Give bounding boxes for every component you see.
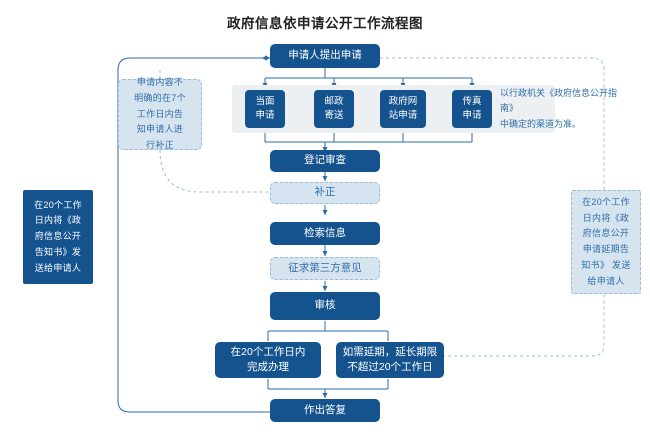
node-supplement[interactable]: 补正 xyxy=(270,182,380,204)
node-search-info[interactable]: 检索信息 xyxy=(270,222,380,245)
node-channel-post[interactable]: 邮政 寄送 xyxy=(314,90,354,128)
page-title: 政府信息依申请公开工作流程图 xyxy=(227,16,423,31)
node-apply[interactable]: 申请人提出申请 xyxy=(270,44,380,68)
note-clarify-supplement: 申请内容不 明确的在7个 工作日内告 知申请人进 行补正 xyxy=(118,77,202,150)
node-channel-in-person[interactable]: 当面 申请 xyxy=(245,90,285,128)
node-extension[interactable]: 如需延期，延长期限 不超过20个工作日 xyxy=(336,342,444,378)
node-channel-fax[interactable]: 传真 申请 xyxy=(452,90,492,128)
node-channel-website[interactable]: 政府网 站申请 xyxy=(380,90,426,128)
node-third-party-opinion[interactable]: 征求第三方意见 xyxy=(270,257,380,280)
channel-note: 以行政机关《政府信息公开指南》 中确定的渠道为准。 xyxy=(500,88,618,129)
note-left-disclosure-notice: 在20个工作 日内将《政 府信息公开 告知书》发 送给申请人 xyxy=(23,190,93,284)
node-complete-within-20-days[interactable]: 在20个工作日内 完成办理 xyxy=(215,342,321,378)
node-reply[interactable]: 作出答复 xyxy=(270,399,380,422)
note-right-extension-notice: 在20个工作 日内将《政 府信息公开 申请延期告 知书》 发送 给申请人 xyxy=(571,190,641,294)
node-review[interactable]: 审核 xyxy=(270,292,380,320)
node-register[interactable]: 登记审查 xyxy=(270,150,380,172)
